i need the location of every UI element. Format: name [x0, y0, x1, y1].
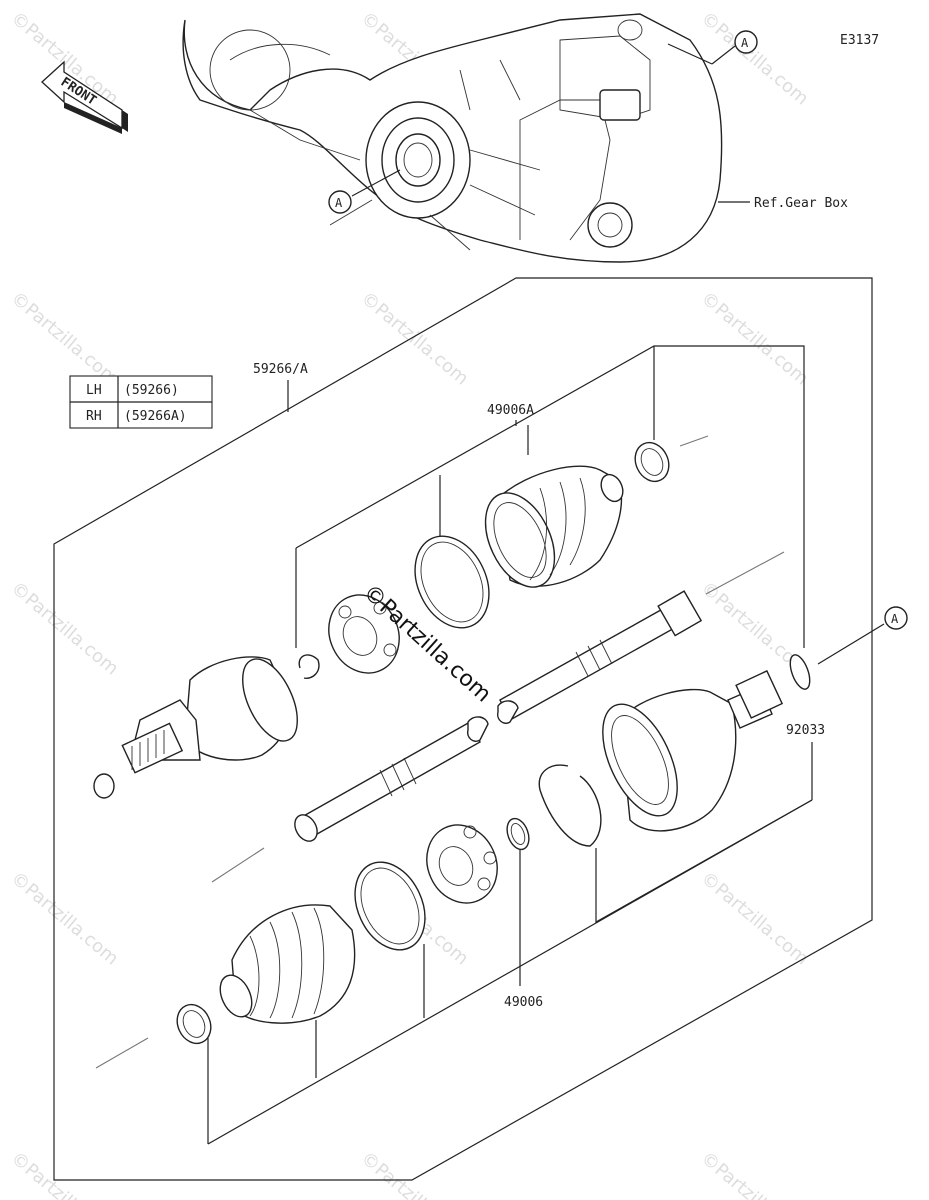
part-label-59266: 59266/A: [253, 362, 308, 412]
callout-a-right: A: [817, 606, 908, 665]
watermark: ©Partzilla.com: [357, 288, 473, 390]
side-table: LH (59266) RH (59266A): [69, 375, 213, 429]
ref-gear-box-label: Ref.Gear Box: [754, 196, 848, 211]
part-label-49006: 49006: [207, 799, 813, 1145]
collar-bottom: [176, 1003, 212, 1045]
callout-a-top: A: [667, 30, 758, 65]
part-number-boot-outer: 49006A: [487, 403, 534, 418]
cv-cage-bottom: [426, 824, 498, 904]
side-lh: LH: [86, 383, 102, 398]
watermark: ©Partzilla.com: [697, 288, 813, 390]
snap-ring-left: [298, 654, 320, 679]
watermark: ©Partzilla.com: [7, 288, 123, 390]
side-rh: RH: [86, 409, 102, 424]
callout-a-label: A: [335, 196, 343, 210]
axis-line: [705, 551, 785, 595]
band-clamp-outer: [414, 535, 490, 629]
watermark: ©Partzilla.com: [697, 1148, 813, 1200]
gear-box-housing: [182, 13, 723, 263]
watermark: ©Partzilla.com: [7, 578, 123, 680]
axis-line: [679, 435, 709, 447]
part-label-49006a: 49006A: [295, 345, 805, 648]
cv-cage-top: [328, 594, 400, 674]
callout-a-label: A: [891, 612, 899, 626]
drive-shaft: [294, 590, 703, 842]
part-number-shaft: 59266/A: [253, 362, 308, 377]
callout-a-left: A: [328, 169, 401, 214]
side-rh-part: (59266A): [124, 409, 187, 424]
watermark: ©Partzilla.com: [7, 1148, 123, 1200]
watermark: ©Partzilla.com: [7, 868, 123, 970]
band-clamp-inner: [354, 861, 426, 951]
outer-cv-joint: [93, 656, 298, 799]
axis-line: [211, 847, 265, 883]
inner-cv-housing: [602, 669, 784, 832]
inner-boot: [219, 904, 356, 1024]
diagram-code: E3137: [840, 33, 879, 48]
axis-line: [95, 1037, 149, 1069]
collar-top: [634, 441, 670, 483]
callout-a-label: A: [741, 36, 749, 50]
outer-boot: [484, 465, 624, 588]
snap-ring-right: [789, 654, 811, 690]
ref-gear-box-callout: Ref.Gear Box: [718, 196, 848, 211]
snap-ring-large: [538, 764, 602, 847]
part-number-boot-inner: 49006: [504, 995, 543, 1010]
assembly-frame: [53, 277, 873, 1181]
watermark: ©Partzilla.com: [697, 868, 813, 970]
o-ring-small: [506, 817, 530, 851]
side-lh-part: (59266): [124, 383, 179, 398]
part-number-circlip: 92033: [786, 723, 825, 738]
